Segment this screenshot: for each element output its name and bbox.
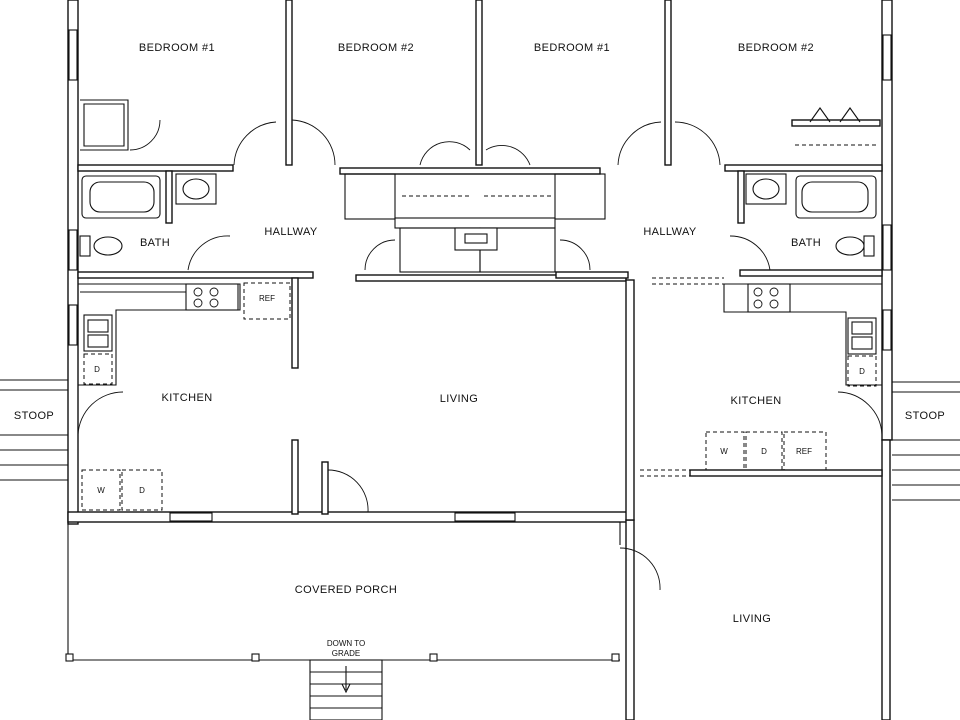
bath-fixtures — [79, 173, 877, 257]
door-swings — [77, 107, 883, 591]
kitchen-counters — [78, 277, 882, 511]
interior-walls — [77, 0, 883, 521]
label-kitchen-right: KITCHEN — [730, 395, 781, 407]
label-washer-left: W — [97, 486, 105, 495]
label-bath-right: BATH — [791, 237, 821, 249]
label-dishwasher-left: D — [94, 365, 100, 374]
label-bedroom2-right: BEDROOM #2 — [738, 42, 814, 54]
label-stoop-right: STOOP — [905, 410, 945, 422]
label-hallway-left: HALLWAY — [264, 226, 318, 238]
label-ref-right: REF — [796, 447, 812, 456]
windows-left — [68, 29, 892, 522]
label-hallway-right: HALLWAY — [643, 226, 697, 238]
front-wall-left-unit — [67, 511, 631, 523]
label-dryer-left: D — [139, 486, 145, 495]
label-bedroom1-right: BEDROOM #1 — [534, 42, 610, 54]
label-down-to-grade-1: DOWN TO — [327, 639, 365, 648]
label-washer-right: W — [720, 447, 728, 456]
label-stoop-left: STOOP — [14, 410, 54, 422]
label-bedroom1-left: BEDROOM #1 — [139, 42, 215, 54]
covered-porch — [65, 522, 621, 720]
label-dishwasher-right: D — [859, 367, 865, 376]
appliance-labels: REF REF W D W D D D — [94, 294, 865, 495]
label-bath-left: BATH — [140, 237, 170, 249]
label-dryer-right: D — [761, 447, 767, 456]
label-down-to-grade-2: GRADE — [332, 649, 360, 658]
right-exterior-wall-lower — [881, 439, 891, 720]
label-living-right: LIVING — [733, 613, 771, 625]
stoops — [0, 379, 960, 501]
label-ref-left: REF — [259, 294, 275, 303]
label-living-left: LIVING — [440, 393, 478, 405]
room-labels: BEDROOM #1 BEDROOM #2 BEDROOM #1 BEDROOM… — [14, 42, 945, 658]
label-kitchen-left: KITCHEN — [161, 392, 212, 404]
label-covered-porch: COVERED PORCH — [295, 584, 397, 596]
label-bedroom2-left: BEDROOM #2 — [338, 42, 414, 54]
